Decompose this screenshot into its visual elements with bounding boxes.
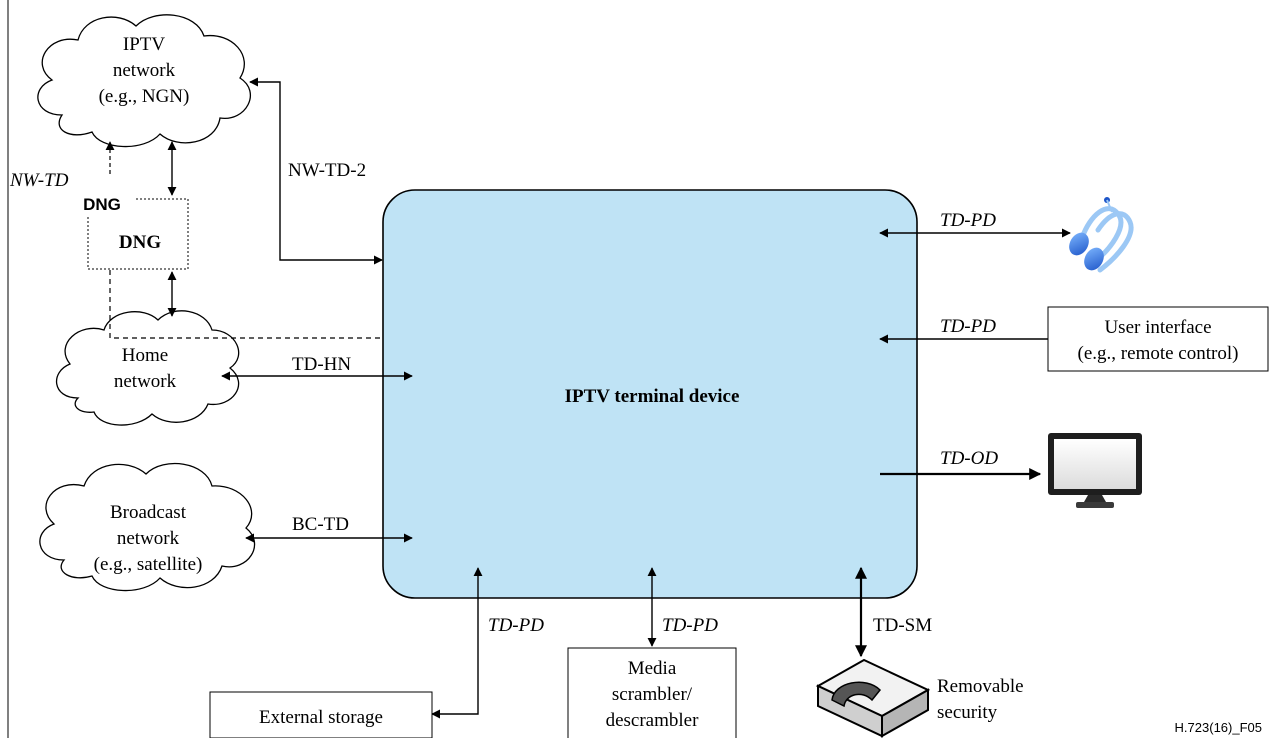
dng-terminal-dashed-arrow [109, 270, 413, 343]
external-storage-label: External storage [259, 707, 383, 728]
td-pd-storage-arrow [431, 567, 483, 719]
td-pd-storage-label: TD-PD [488, 615, 544, 636]
td-hn-label: TD-HN [292, 354, 351, 375]
home-network-line-1: Home [122, 345, 168, 366]
home-network-cloud: Home network [55, 310, 240, 426]
td-pd-headset-label: TD-PD [940, 210, 996, 231]
headset-icon [1069, 197, 1134, 273]
media-scrambler-line-2: scrambler/ [612, 684, 693, 705]
nw-td-2-arrow [249, 77, 383, 265]
iptv-network-line-2: network [113, 60, 176, 81]
td-pd-scrambler-label: TD-PD [662, 615, 718, 636]
td-od-label: TD-OD [940, 448, 998, 469]
iptv-terminal-label: IPTV terminal device [565, 386, 740, 407]
iptv-network-line-1: IPTV [123, 34, 166, 55]
figure-id: H.723(16)_F05 [1175, 720, 1262, 735]
monitor-icon [1048, 433, 1142, 508]
external-storage-box [209, 691, 433, 739]
removable-security-line-2: security [937, 702, 998, 723]
broadcast-network-line-1: Broadcast [110, 502, 187, 523]
nw-td-label: NW-TD [9, 170, 69, 191]
iptv-network-line-3: (e.g., NGN) [99, 86, 190, 107]
removable-security-line-1: Removable [937, 676, 1024, 697]
user-interface-box [1047, 306, 1269, 372]
td-pd-ui-label: TD-PD [940, 316, 996, 337]
user-interface-line-2: (e.g., remote control) [1078, 343, 1239, 364]
security-module-icon [815, 658, 931, 738]
media-scrambler-line-1: Media [628, 658, 677, 679]
td-sm-label: TD-SM [873, 615, 932, 636]
nw-td-mask [72, 164, 92, 190]
home-network-line-2: network [114, 371, 177, 392]
bc-td-label: BC-TD [292, 514, 349, 535]
dng-box [87, 198, 189, 270]
dng-box-label: DNG [119, 232, 161, 253]
dng-overlay-label: DNG [83, 195, 121, 214]
iptv-network-cloud: IPTV network (e.g., NGN) [37, 14, 251, 148]
user-interface-line-1: User interface [1104, 317, 1211, 338]
dng-overlay-bg [74, 189, 134, 215]
media-scrambler-box [567, 647, 737, 741]
broadcast-network-line-3: (e.g., satellite) [94, 554, 203, 575]
nw-td-2-label: NW-TD-2 [288, 160, 366, 181]
broadcast-network-line-2: network [117, 528, 180, 549]
media-scrambler-line-3: descrambler [606, 710, 700, 731]
broadcast-network-cloud: Broadcast network (e.g., satellite) [39, 462, 256, 592]
